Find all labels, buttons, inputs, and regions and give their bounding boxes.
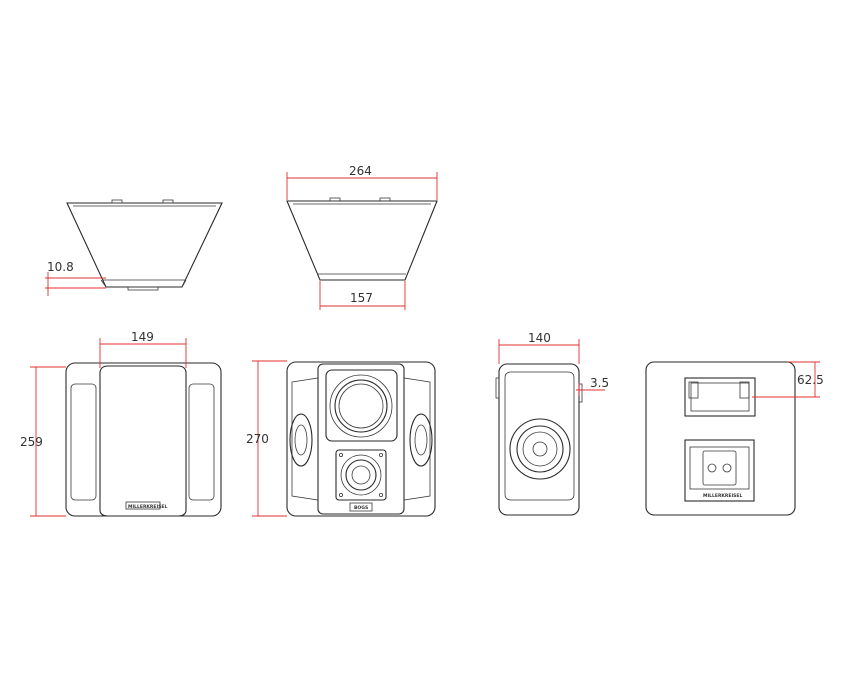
tweeter-screw-4 [378, 492, 383, 497]
dimension-front-height: 259 [20, 366, 66, 517]
terminal-post-left [707, 463, 717, 473]
top-view-right-inner-edge [293, 203, 431, 275]
tweeter-screw-2 [378, 452, 383, 457]
bracket-slot-right [739, 381, 750, 399]
side-view-panel [504, 371, 575, 501]
driver-view-cabinet [286, 361, 436, 517]
side-view-driver-cone [522, 431, 558, 467]
side-view-grille-edge [495, 377, 500, 399]
right-side-driver [409, 413, 433, 467]
terminal-recess [689, 446, 750, 490]
driver-view-right-side-panel [403, 377, 431, 501]
front-view-cabinet [65, 362, 222, 517]
terminal-block [702, 450, 737, 486]
woofer-cone [338, 383, 384, 429]
dimension-side-offset: 3.5 [576, 376, 609, 396]
dimension-top-left-depth: 10.8 [45, 260, 106, 296]
right-side-driver-cone [414, 424, 428, 456]
left-side-driver-cone [294, 424, 308, 456]
side-view-driver-surround [516, 425, 564, 473]
dimension-top-base-width: 157 [319, 281, 406, 310]
side-view [495, 363, 583, 516]
bracket-slot-left [688, 381, 699, 399]
dim-label-270: 270 [246, 432, 269, 446]
tweeter-screw-1 [338, 452, 343, 457]
dim-label-259: 259 [20, 435, 43, 449]
woofer-surround-outer [329, 374, 393, 438]
terminal-panel [684, 439, 755, 502]
dimension-driver-height: 270 [246, 360, 287, 517]
rear-view-logo-text: MILLERKREISEL [703, 493, 742, 499]
top-view-left-inner-edge [73, 205, 216, 288]
driver-view-baffle [317, 363, 405, 515]
left-side-driver [289, 413, 313, 467]
dim-label-264: 264 [349, 164, 372, 178]
dimension-front-width: 149 [99, 330, 187, 368]
tweeter-ring [345, 459, 377, 491]
top-view-right-outline [286, 200, 438, 281]
dim-label-62-5: 62.5 [797, 373, 824, 387]
tweeter-ring-outer [340, 454, 382, 496]
tweeter-dome [351, 465, 371, 485]
dim-label-140: 140 [528, 331, 551, 345]
side-view-cabinet [498, 363, 580, 516]
woofer-surround-inner [334, 379, 388, 433]
top-view-left-tab-1 [111, 199, 123, 204]
front-view: MILLERKREISEL [65, 362, 222, 517]
front-view-grille [99, 365, 187, 517]
top-view-right [286, 197, 438, 281]
top-view-left-outline [66, 202, 223, 288]
wall-bracket [684, 377, 756, 417]
top-view-left-foot [127, 286, 159, 291]
front-view-logo-plate [125, 501, 161, 510]
terminal-post-right [722, 463, 732, 473]
top-view-left-tab-2 [162, 199, 174, 204]
top-view-right-tab-2 [379, 197, 391, 202]
dim-label-157: 157 [350, 291, 373, 305]
dimension-side-depth: 140 [498, 331, 580, 364]
driver-view: BOGS [286, 361, 436, 517]
front-view-right-panel [188, 383, 215, 501]
dimension-rear-bracket: 62.5 [752, 361, 824, 398]
driver-view-left-side-panel [291, 377, 319, 501]
side-view-driver-cap [532, 441, 548, 457]
top-view-right-tab-1 [329, 197, 341, 202]
rear-view: MILLERKREISEL [645, 361, 796, 516]
dim-label-149: 149 [131, 330, 154, 344]
front-view-left-panel [70, 383, 97, 501]
driver-view-logo-plate [349, 502, 373, 512]
side-view-driver-frame [509, 418, 571, 480]
dim-label-3-5: 3.5 [590, 376, 609, 390]
woofer-frame [325, 369, 398, 442]
front-view-logo-text: MILLERKREISEL [128, 504, 167, 510]
tweeter-plate [335, 449, 387, 501]
dimension-top-width: 264 [286, 164, 438, 200]
top-view-left [66, 199, 223, 291]
tweeter-screw-3 [338, 492, 343, 497]
dim-label-10-8: 10.8 [47, 260, 74, 274]
driver-view-logo-text: BOGS [354, 505, 368, 511]
rear-view-cabinet [645, 361, 796, 516]
